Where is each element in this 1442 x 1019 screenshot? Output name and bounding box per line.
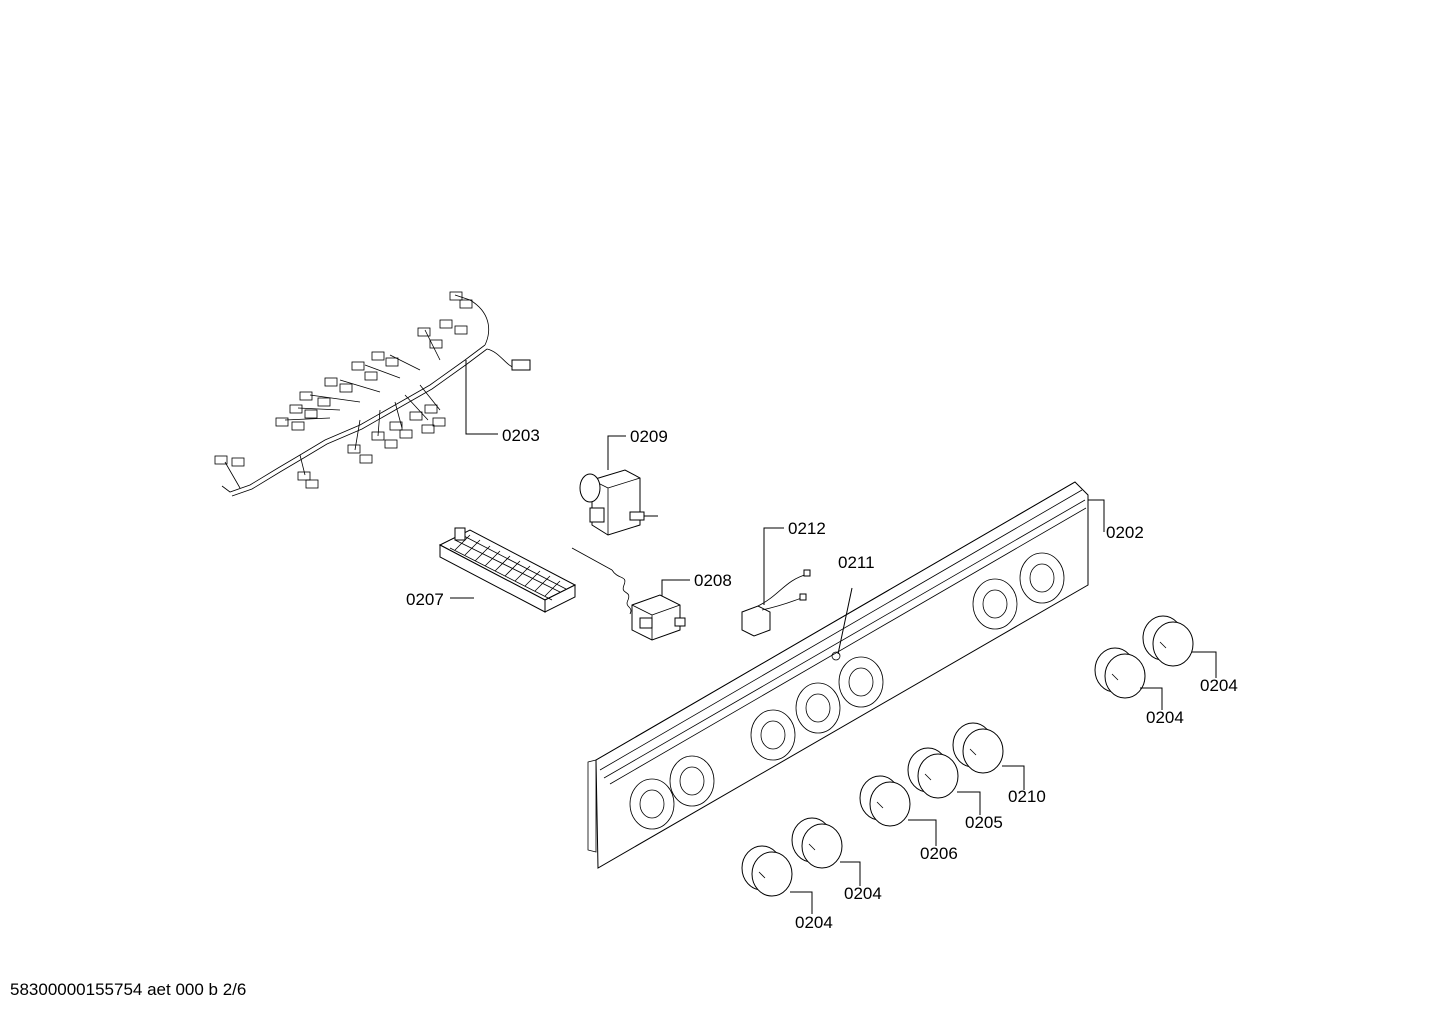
knob xyxy=(1094,647,1146,699)
knob xyxy=(859,775,911,827)
callout-0210: 0210 xyxy=(1008,787,1046,806)
knob xyxy=(1142,615,1194,667)
knob xyxy=(952,722,1004,774)
control-knobs xyxy=(741,615,1194,897)
callout-0203: 0203 xyxy=(502,426,540,445)
callout-0206: 0206 xyxy=(920,844,958,863)
callout-0211: 0211 xyxy=(838,553,875,572)
wiring-harness-part xyxy=(214,291,531,497)
callout-0207: 0207 xyxy=(406,590,444,609)
knob xyxy=(791,817,843,869)
timer-part xyxy=(579,469,658,536)
callout-0204-b: 0204 xyxy=(1146,708,1184,727)
panel-knob-holes xyxy=(629,552,1065,830)
knob xyxy=(741,845,793,897)
callout-0202: 0202 xyxy=(1106,523,1144,542)
callout-0212: 0212 xyxy=(788,519,826,538)
document-id-footer: 58300000155754 aet 000 b 2/6 xyxy=(10,980,247,999)
callout-0208: 0208 xyxy=(694,571,732,590)
thermostat-part xyxy=(571,547,686,641)
callout-0204-a: 0204 xyxy=(1200,676,1238,695)
control-panel-part xyxy=(587,481,1089,869)
callout-0204-d: 0204 xyxy=(795,913,833,932)
callout-0205: 0205 xyxy=(965,813,1003,832)
terminal-block-part xyxy=(438,527,577,613)
callout-0209: 0209 xyxy=(630,427,668,446)
callout-0204-c: 0204 xyxy=(844,884,882,903)
knob xyxy=(907,747,959,799)
switch-part xyxy=(741,569,811,637)
